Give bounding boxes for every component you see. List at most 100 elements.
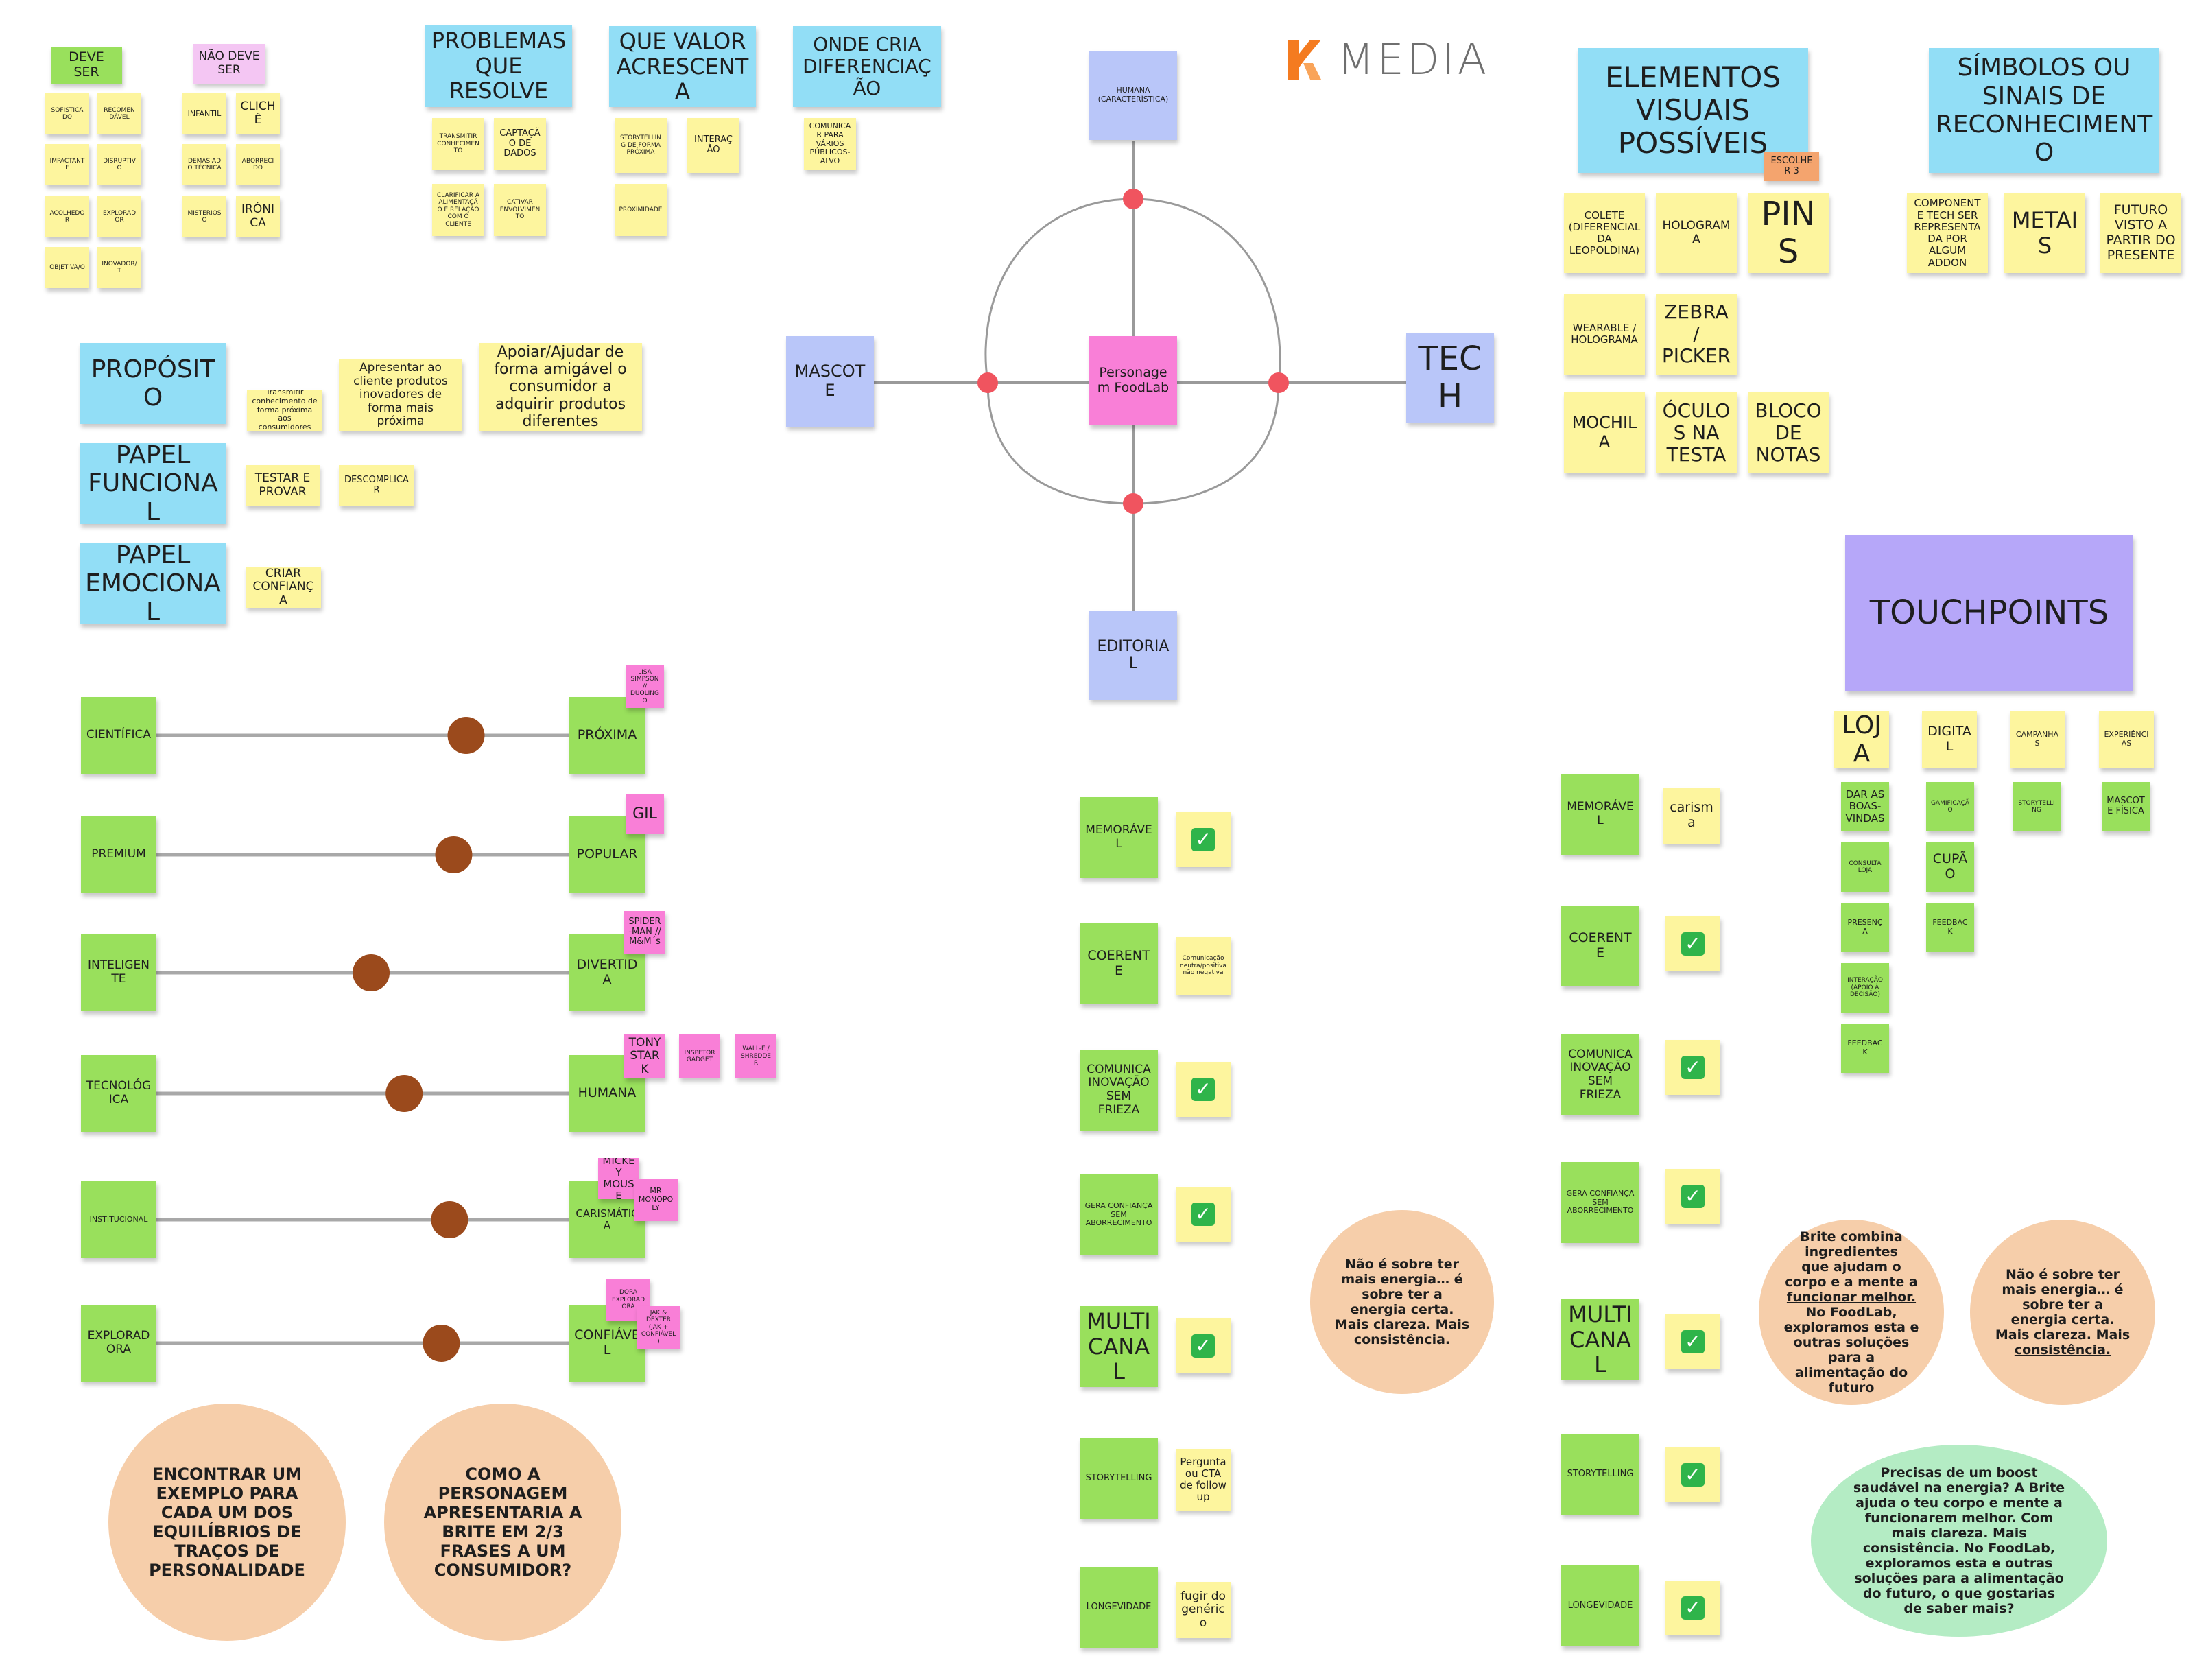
- simbolos-item: METAIS: [2004, 193, 2085, 273]
- criteria-label-right: STORYTELLING: [1561, 1434, 1639, 1515]
- valor-header: QUE VALOR ACRESCENTA: [609, 26, 756, 107]
- papel-funcional-item: TESTAR E PROVAR: [246, 465, 320, 506]
- trait-left-label: EXPLORADORA: [81, 1305, 156, 1382]
- criteria-check-right: ✓: [1665, 1447, 1720, 1502]
- criteria-label: LONGEVIDADE: [1080, 1567, 1158, 1648]
- mindmap-node-right: TECH: [1406, 333, 1494, 423]
- criteria-check-right: ✓: [1665, 916, 1720, 971]
- papel-funcional-header: PAPEL FUNCIONAL: [80, 443, 226, 524]
- trait-knob: [385, 1075, 423, 1112]
- deve-ser-item: RECOMENDÁVEL: [97, 93, 141, 134]
- criteria-check: ✓: [1176, 1318, 1231, 1373]
- deve-ser-item: OBJETIVA/O: [45, 247, 89, 288]
- trait-knob: [435, 836, 473, 873]
- elementos-item: COLETE (DIFERENCIAL DA LEOPOLDINA): [1564, 193, 1645, 273]
- touchpoint-item: MASCOTE FÍSICA: [2102, 782, 2150, 831]
- papel-emocional-item: CRIAR CONFIANÇA: [246, 567, 321, 608]
- valor-item: PROXIMIDADE: [615, 184, 667, 236]
- trait-example: LISA SIMPSON // DUOLINGO: [626, 665, 664, 708]
- quote-text: Não é sobre ter mais energia… é sobre te…: [2002, 1267, 2124, 1312]
- deve-ser-header: DEVE SER: [51, 47, 122, 84]
- proposito-header: PROPÓSITO: [80, 343, 226, 424]
- papel-emocional-header: PAPEL EMOCIONAL: [80, 543, 226, 624]
- proposito-item: Apoiar/Ajudar de forma amigável o consum…: [479, 343, 642, 431]
- check-icon: ✓: [1191, 1334, 1215, 1358]
- criteria-label-right: MULTI CANAL: [1561, 1299, 1639, 1380]
- criteria-check-right: ✓: [1665, 1040, 1720, 1095]
- problemas-header: PROBLEMAS QUE RESOLVE: [425, 25, 572, 107]
- elementos-item: BLOCO DE NOTAS: [1748, 392, 1829, 473]
- nao-deve-ser-item: IRÓNICA: [236, 196, 280, 237]
- criteria-check-right: ✓: [1665, 1314, 1720, 1369]
- elementos-item: MOCHILA: [1564, 392, 1645, 473]
- touchpoints-header: TOUCHPOINTS: [1845, 535, 2133, 691]
- touchpoint-item: CUPÃO: [1926, 842, 1974, 892]
- instruction-circle: COMO A PERSONAGEM APRESENTARIA A BRITE E…: [384, 1404, 621, 1641]
- criteria-label-right: GERA CONFIANÇA SEM ABORRECIMENTO: [1561, 1162, 1639, 1243]
- deve-ser-item: INOVADOR/T: [97, 247, 141, 288]
- trait-example: MR MONOPOLY: [634, 1179, 678, 1221]
- criteria-label: COMUNICA INOVAÇÃO SEM FRIEZA: [1080, 1050, 1158, 1131]
- papel-funcional-item: DESCOMPLICAR: [339, 465, 414, 506]
- nao-deve-ser-item: INFANTIL: [182, 93, 226, 134]
- mindmap-node-bottom: EDITORIAL: [1089, 611, 1177, 700]
- trait-example: INSPETOR GADGET: [679, 1034, 720, 1078]
- quote-text: energia certa. Mais clareza. Mais consis…: [1995, 1312, 2131, 1358]
- criteria-note: fugir do genérico: [1176, 1582, 1231, 1638]
- quote-text: ingredientes: [1805, 1244, 1898, 1259]
- criteria-check: ✓: [1176, 812, 1231, 867]
- quote-ellipse-green: Precisas de um boost saudável na energia…: [1811, 1445, 2107, 1637]
- trait-left-label: CIENTÍFICA: [81, 697, 156, 774]
- check-icon: ✓: [1191, 1203, 1215, 1226]
- nao-deve-ser-item: CLICHÊ: [236, 93, 280, 134]
- trait-left-label: TECNOLÓGICA: [81, 1055, 156, 1132]
- deve-ser-item: SOFISTICADO: [45, 93, 89, 134]
- deve-ser-item: IMPACTANTE: [45, 144, 89, 185]
- problemas-item: CATIVAR ENVOLVIMENTO: [494, 184, 546, 236]
- criteria-label-right: MEMORÁVEL: [1561, 774, 1639, 855]
- proposito-item: Apresentar ao cliente produtos inovadore…: [339, 359, 462, 431]
- criteria-label-right: COMUNICA INOVAÇÃO SEM FRIEZA: [1561, 1034, 1639, 1115]
- trait-left-label: INSTITUCIONAL: [81, 1181, 156, 1258]
- touchpoint-column-title: DIGITAL: [1922, 711, 1977, 768]
- simbolos-item: COMPONENTE TECH SER REPRESENTADA POR ALG…: [1907, 193, 1988, 273]
- touchpoint-item: FEEDBACK: [1841, 1024, 1889, 1073]
- touchpoint-item: PRESENÇA: [1841, 903, 1889, 952]
- trait-example: WALL-E / SHREDDER: [735, 1034, 776, 1078]
- touchpoint-item: STORYTELLING: [2013, 782, 2061, 831]
- criteria-label: GERA CONFIANÇA SEM ABORRECIMENTO: [1080, 1174, 1158, 1255]
- nao-deve-ser-item: MISTERIOSO: [182, 196, 226, 237]
- elementos-header: ELEMENTOS VISUAIS POSSÍVEIS: [1578, 48, 1808, 173]
- check-icon: ✓: [1191, 1078, 1215, 1101]
- touchpoint-item: CONSULTA LOJA: [1841, 842, 1889, 892]
- trait-right-label: POPULAR: [569, 816, 645, 893]
- check-icon: ✓: [1681, 1056, 1705, 1079]
- valor-item: STORYTELLING DE FORMA PRÓXIMA: [615, 118, 667, 173]
- criteria-label: MULTI CANAL: [1080, 1306, 1158, 1387]
- quote-circle-right-1: Brite combina ingredientes que ajudam o …: [1759, 1220, 1944, 1405]
- trait-knob: [353, 954, 390, 991]
- trait-right-label: PRÓXIMA: [569, 697, 645, 774]
- criteria-label-right: COERENTE: [1561, 906, 1639, 986]
- diferenciacao-header: ONDE CRIA DIFERENCIAÇÃO: [793, 26, 941, 107]
- k-media-logo: MEDIA: [1284, 34, 1489, 84]
- problemas-item: CLARIFICAR A ALIMENTAÇÃO E RELAÇÃO COM O…: [432, 184, 484, 236]
- touchpoint-item: INTERAÇÃO (APOIO À DECISÃO): [1841, 963, 1889, 1013]
- deve-ser-item: ACOLHEDOR: [45, 196, 89, 237]
- trait-example: TONY STARK: [624, 1034, 665, 1078]
- quote-text: No FoodLab, exploramos esta e outras sol…: [1783, 1305, 1919, 1395]
- trait-left-label: PREMIUM: [81, 816, 156, 893]
- check-icon: ✓: [1681, 1463, 1705, 1487]
- trait-example: SPIDER-MAN // M&M´s: [624, 911, 665, 954]
- valor-item: INTERAÇÃO: [687, 118, 739, 173]
- elementos-item: ZEBRA / PICKER: [1656, 294, 1737, 375]
- trait-left-label: INTELIGENTE: [81, 934, 156, 1011]
- touchpoint-column-title: EXPERIÊNCIAS: [2099, 711, 2154, 768]
- check-icon: ✓: [1681, 1330, 1705, 1353]
- trait-knob: [431, 1201, 468, 1238]
- deve-ser-item: DISRUPTIVO: [97, 144, 141, 185]
- touchpoint-column-title: LOJA: [1834, 711, 1889, 768]
- mindmap-dot-right: [1268, 372, 1289, 393]
- criteria-label: STORYTELLING: [1080, 1438, 1158, 1519]
